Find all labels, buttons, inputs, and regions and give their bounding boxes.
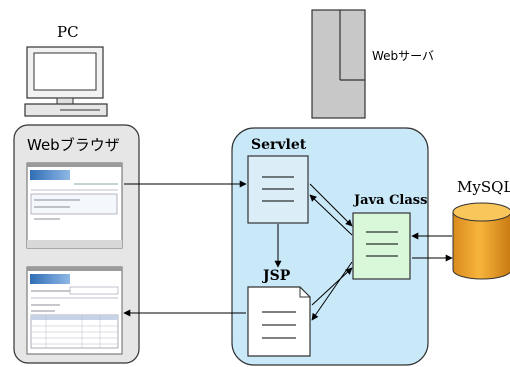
- browser-screenshot-response: [26, 266, 123, 355]
- pc-icon: [24, 46, 108, 117]
- mysql-label: MySQL: [457, 178, 510, 196]
- flow-arrows: [123, 180, 453, 321]
- mysql-database-icon: [452, 202, 510, 280]
- jsp-box: [247, 286, 311, 357]
- web-server-icon: [311, 9, 366, 119]
- browser-screenshot-request: [26, 162, 123, 249]
- servlet-label: Servlet: [251, 137, 307, 153]
- web-server-label: Webサーバ: [372, 49, 434, 63]
- jsp-label: JSP: [261, 268, 291, 284]
- browser-label: Webブラウザ: [27, 136, 120, 154]
- arrow-jsp-to-java: [311, 267, 353, 306]
- pc-label: PC: [57, 23, 79, 41]
- servlet-box: [247, 155, 309, 224]
- java-class-box: [352, 212, 411, 280]
- arrow-servlet-to-java: [309, 183, 353, 227]
- java-class-label: Java Class: [353, 193, 427, 208]
- arrow-java-to-servlet: [309, 194, 353, 236]
